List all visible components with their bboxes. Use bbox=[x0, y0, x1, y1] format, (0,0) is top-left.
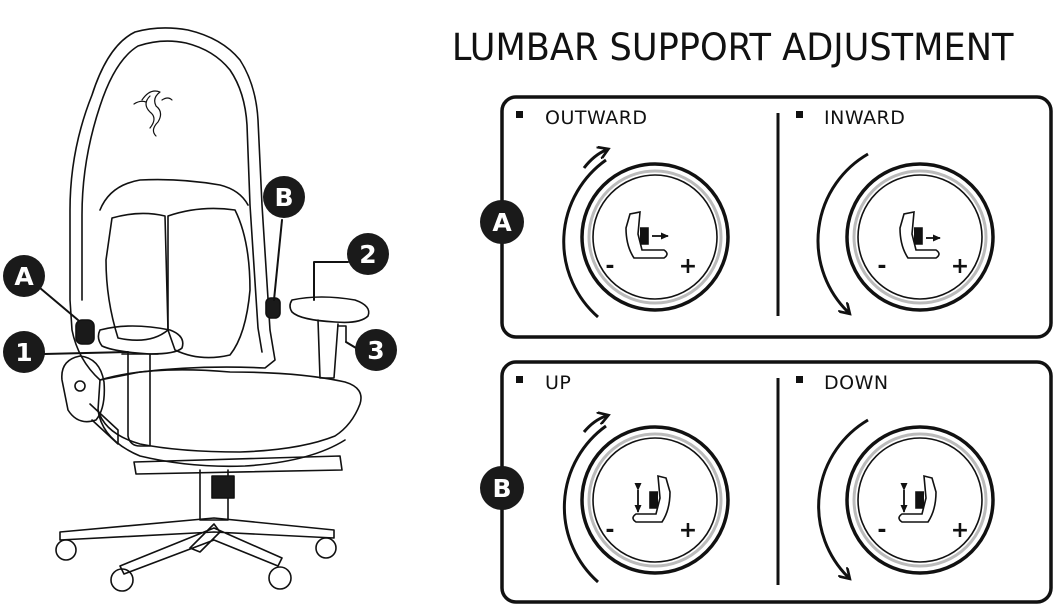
chair-headrest-line bbox=[99, 178, 249, 211]
lumbar-knob-a bbox=[75, 319, 95, 345]
caster-wheel bbox=[110, 568, 134, 592]
rotation-arrow-icon bbox=[562, 158, 607, 319]
chair-marker-b: B bbox=[263, 176, 305, 218]
svg-text:B: B bbox=[274, 183, 293, 212]
plus-sign: + bbox=[679, 254, 697, 279]
chair-backrest-outline bbox=[69, 27, 276, 381]
razer-logo-icon bbox=[133, 90, 173, 137]
svg-text:A: A bbox=[492, 208, 512, 237]
square-bullet-icon bbox=[796, 111, 803, 118]
seat-lumbar-icon bbox=[899, 211, 941, 259]
adjustment-dial-icon bbox=[845, 162, 995, 312]
outward-label: OUTWARD bbox=[545, 107, 648, 129]
svg-text:2: 2 bbox=[359, 240, 376, 269]
caster-wheel bbox=[55, 539, 77, 561]
caster-wheel bbox=[315, 537, 337, 559]
gas-lift-cover bbox=[211, 475, 235, 499]
minus-sign: - bbox=[605, 518, 614, 543]
chair-marker-3: 3 bbox=[355, 329, 397, 371]
svg-text:B: B bbox=[492, 474, 511, 503]
callout-line-1 bbox=[43, 351, 129, 355]
minus-sign: - bbox=[605, 254, 614, 279]
page-title: LUMBAR SUPPORT ADJUSTMENT bbox=[451, 26, 1014, 69]
chair-marker-1: 1 bbox=[3, 331, 45, 373]
svg-text:3: 3 bbox=[367, 336, 384, 365]
seat-lumbar-icon bbox=[625, 211, 669, 259]
panel-b: B UP - + DOWN bbox=[480, 360, 1053, 604]
adjustment-dial-icon bbox=[580, 425, 730, 575]
panel-a: A OUTWARD - + INWARD bbox=[480, 95, 1053, 339]
left-armrest-post bbox=[127, 351, 151, 447]
adjustment-dial-icon bbox=[580, 162, 730, 312]
caster-wheel bbox=[268, 566, 292, 590]
lumbar-cushion-left bbox=[105, 212, 169, 341]
up-option: UP - + bbox=[516, 372, 730, 584]
svg-text:1: 1 bbox=[15, 338, 32, 367]
rotation-arrow-icon bbox=[817, 418, 869, 577]
square-bullet-icon bbox=[796, 376, 803, 383]
lumbar-knob-b bbox=[265, 297, 281, 319]
lumbar-cushion-right bbox=[167, 207, 251, 359]
right-armrest-post bbox=[317, 319, 339, 379]
down-option: DOWN - + bbox=[796, 372, 995, 577]
chair-marker-2: 2 bbox=[347, 233, 389, 275]
plus-sign: + bbox=[951, 518, 969, 543]
seat-lumbar-icon bbox=[632, 474, 671, 523]
chair-seat bbox=[97, 368, 362, 453]
rotation-arrow-head bbox=[582, 150, 606, 169]
minus-sign: - bbox=[877, 518, 886, 543]
rotation-arrow-head bbox=[582, 416, 606, 433]
panel-b-marker: B bbox=[480, 466, 524, 510]
chair-backrest-inner bbox=[81, 40, 263, 353]
seat-lumbar-icon bbox=[898, 474, 937, 523]
callout-line-3 bbox=[345, 341, 357, 349]
chair-side-hinge bbox=[61, 355, 106, 423]
inward-option: INWARD - + bbox=[796, 107, 995, 312]
right-armrest-lever bbox=[337, 325, 347, 343]
inward-label: INWARD bbox=[824, 107, 905, 129]
plus-sign: + bbox=[679, 518, 697, 543]
adjustment-dial-icon bbox=[845, 425, 995, 575]
chair-marker-a: A bbox=[3, 255, 45, 297]
rotation-arrow-icon bbox=[562, 424, 607, 584]
svg-text:A: A bbox=[14, 262, 34, 291]
up-label: UP bbox=[545, 372, 571, 394]
rotation-arrow-icon bbox=[816, 152, 869, 312]
plus-sign: + bbox=[951, 254, 969, 279]
panel-a-marker: A bbox=[480, 200, 524, 244]
callout-line-a bbox=[39, 287, 79, 321]
callout-line-b bbox=[273, 219, 283, 301]
chair-illustration bbox=[39, 27, 370, 592]
outward-option: OUTWARD - + bbox=[516, 107, 730, 319]
seat-mechanism bbox=[133, 455, 343, 475]
down-label: DOWN bbox=[824, 372, 889, 394]
hinge-logo-icon bbox=[74, 380, 86, 392]
square-bullet-icon bbox=[516, 376, 523, 383]
chair-base bbox=[59, 517, 335, 575]
square-bullet-icon bbox=[516, 111, 523, 118]
left-armrest-pad bbox=[97, 325, 184, 355]
callout-line-2 bbox=[313, 261, 349, 301]
right-armrest-pad bbox=[289, 296, 370, 324]
chair-seat-edge bbox=[97, 409, 346, 468]
hinge-lever bbox=[89, 403, 119, 445]
minus-sign: - bbox=[877, 254, 886, 279]
